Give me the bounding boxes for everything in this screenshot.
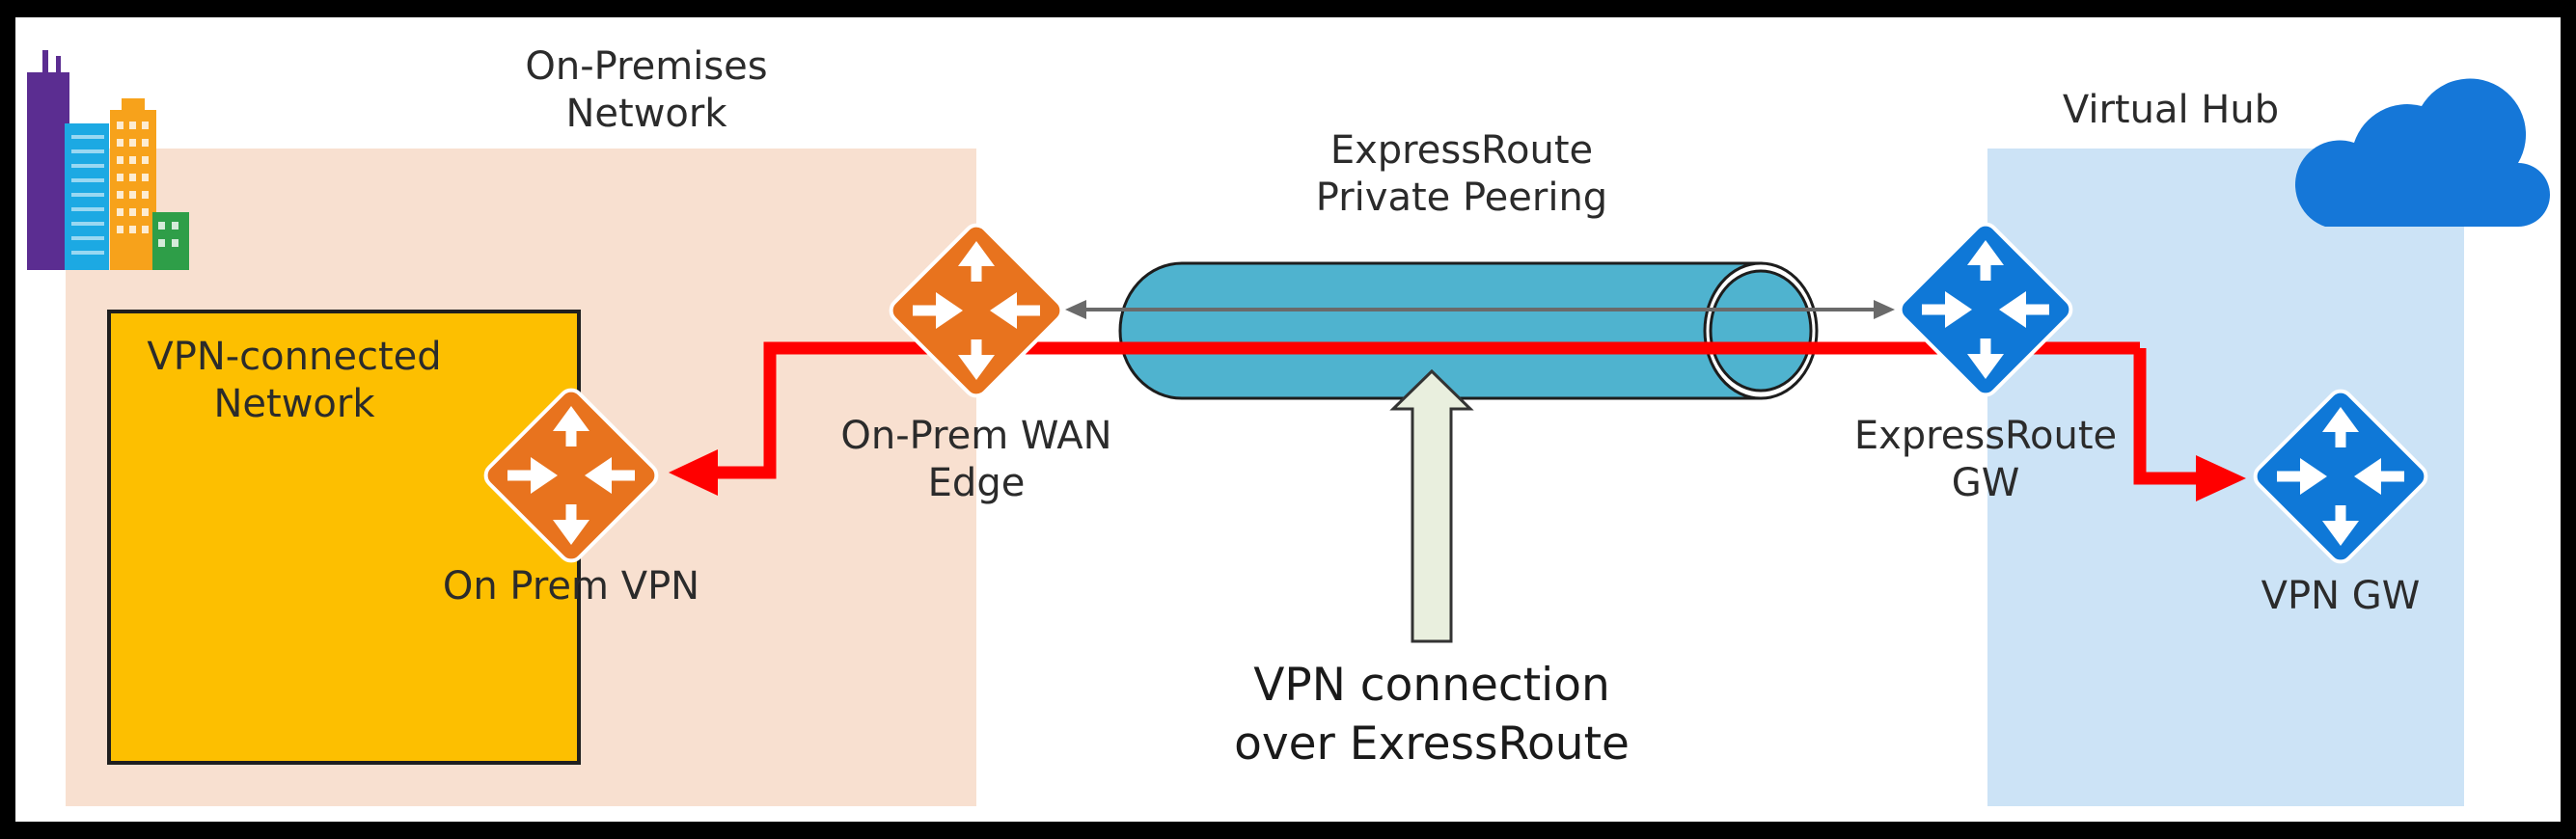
vpn-connected-network-label: VPN-connected Network [111, 334, 478, 428]
caption-line1: VPN connection [1253, 659, 1610, 712]
router-icon [483, 388, 659, 563]
expressroute-gw-label-line2: GW [1951, 460, 2020, 505]
on-premises-label-line1: On-Premises [525, 44, 768, 89]
up-arrow-to-pipe [1389, 368, 1474, 643]
vpn-tunnel-path [669, 341, 2246, 501]
on-prem-wan-label-line2: Edge [927, 460, 1026, 505]
vpn-over-expressroute-caption: VPN connection over ExressRoute [1191, 656, 1673, 773]
expressroute-label-line2: Private Peering [1315, 175, 1608, 220]
vpn-network-label-line1: VPN-connected [147, 335, 442, 379]
caption-line2: over ExressRoute [1234, 717, 1630, 771]
expressroute-gw-label-line1: ExpressRoute [1853, 414, 2118, 458]
peering-link-arrow [1065, 300, 1895, 319]
on-prem-wan-label-line1: On-Prem WAN [840, 414, 1112, 458]
azure-cloud-icon [2295, 78, 2550, 227]
on-premises-label: On-Premises Network [453, 43, 839, 138]
expressroute-label-line1: ExpressRoute [1329, 128, 1594, 173]
router-icon [889, 223, 1064, 398]
vpn-network-label-line2: Network [213, 381, 375, 426]
expressroute-private-peering-label: ExpressRoute Private Peering [1269, 127, 1655, 222]
on-premises-label-line2: Network [565, 91, 727, 136]
office-buildings-icon [27, 50, 189, 270]
router-icon [2253, 389, 2428, 564]
on-prem-wan-edge-label: On-Prem WAN Edge [832, 413, 1121, 507]
expressroute-pipe [1118, 261, 1819, 400]
virtual-hub-label: Virtual Hub [2062, 88, 2280, 132]
router-icon [1898, 222, 2073, 397]
on-prem-vpn-label: On Prem VPN [442, 564, 700, 609]
expressroute-gw-label: ExpressRoute GW [1841, 413, 2130, 507]
vpn-gw-label: VPN GW [2261, 574, 2421, 618]
